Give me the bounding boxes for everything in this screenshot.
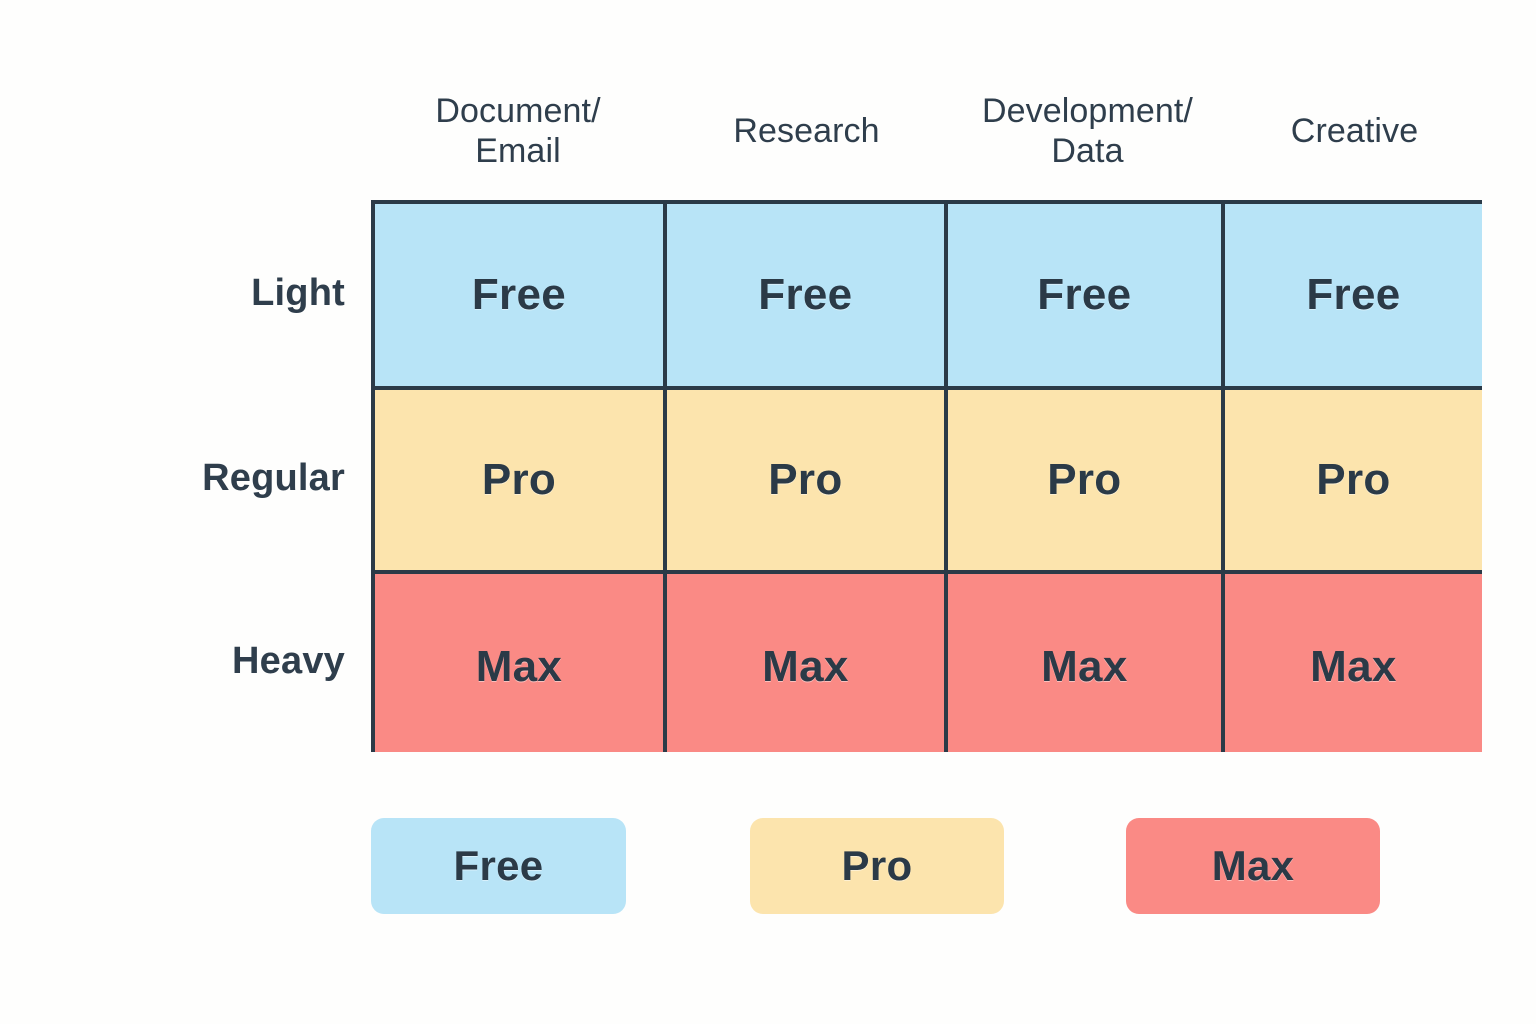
- table-row: Free Free Free Free: [375, 204, 1482, 390]
- legend-item-max[interactable]: Max: [1126, 818, 1380, 914]
- tier-matrix-grid: Free Free Free Free Pro Pro Pro Pro Max …: [371, 200, 1482, 752]
- cell-heavy-research[interactable]: Max: [666, 574, 948, 752]
- legend-item-free[interactable]: Free: [371, 818, 626, 914]
- cell-heavy-document-email[interactable]: Max: [375, 574, 667, 752]
- cell-light-creative[interactable]: Free: [1224, 204, 1482, 390]
- legend: Free Pro Max: [371, 818, 1482, 914]
- table-row: Max Max Max Max: [375, 574, 1482, 752]
- cell-heavy-development-data[interactable]: Max: [947, 574, 1225, 752]
- column-header-creative: Creative: [1290, 111, 1419, 150]
- cell-regular-creative[interactable]: Pro: [1224, 390, 1482, 574]
- cell-regular-research[interactable]: Pro: [666, 390, 948, 574]
- column-header-document-email: Document/ Email: [435, 91, 601, 170]
- column-header-development-data: Development/ Data: [982, 91, 1193, 170]
- cell-light-development-data[interactable]: Free: [947, 204, 1225, 390]
- cell-regular-document-email[interactable]: Pro: [375, 390, 667, 574]
- row-label-heavy: Heavy: [232, 639, 345, 682]
- cell-heavy-creative[interactable]: Max: [1224, 574, 1482, 752]
- row-label-column: Light Regular Heavy: [40, 200, 345, 752]
- column-header-row: Document/ Email Research Development/ Da…: [371, 70, 1482, 192]
- cell-light-document-email[interactable]: Free: [375, 204, 667, 390]
- row-label-light: Light: [251, 271, 345, 314]
- cell-regular-development-data[interactable]: Pro: [947, 390, 1225, 574]
- legend-item-pro[interactable]: Pro: [750, 818, 1004, 914]
- cell-light-research[interactable]: Free: [666, 204, 948, 390]
- column-header-research: Research: [733, 111, 880, 150]
- row-label-regular: Regular: [202, 456, 345, 499]
- table-row: Pro Pro Pro Pro: [375, 390, 1482, 574]
